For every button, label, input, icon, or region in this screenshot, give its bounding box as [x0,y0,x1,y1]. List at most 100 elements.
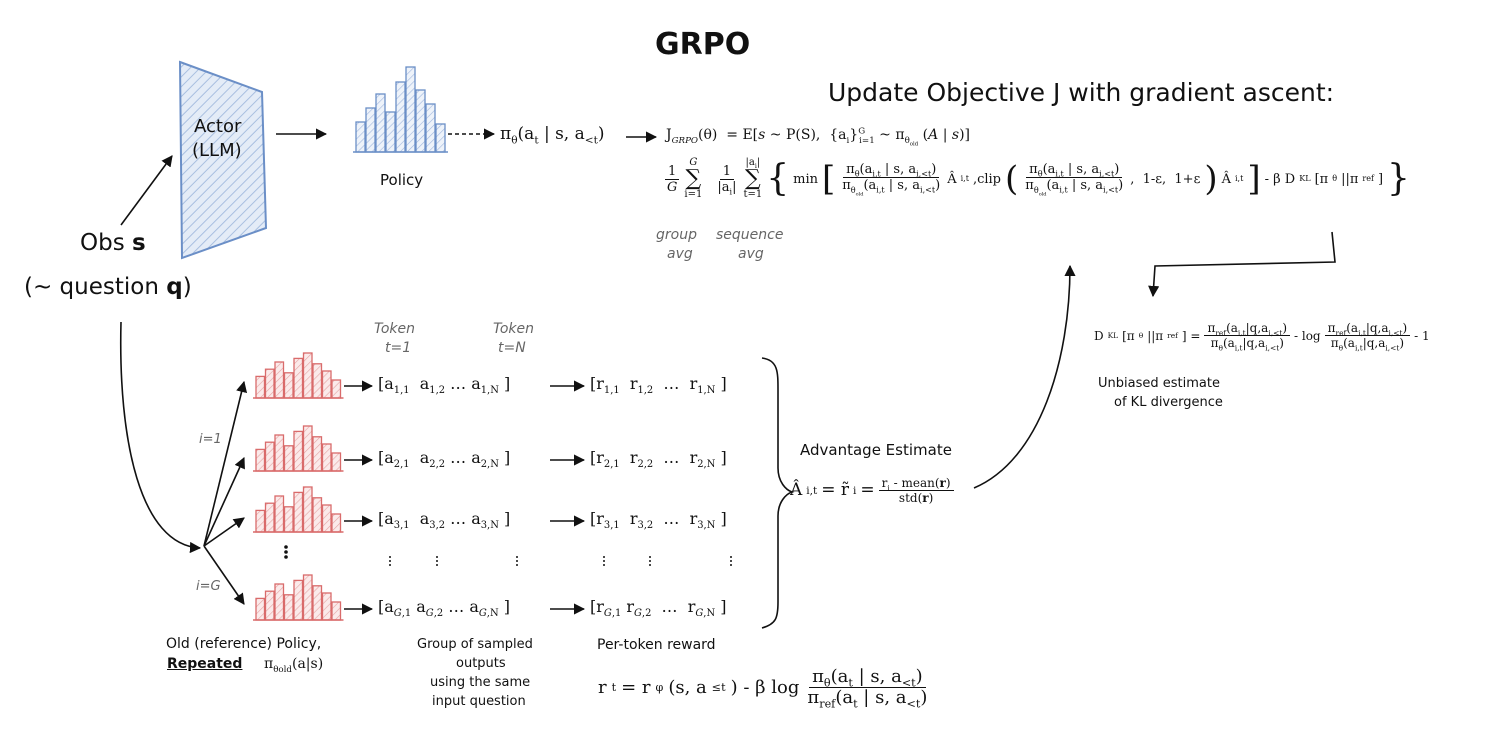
objective-line-1: JGRPO(θ) = E[s ~ P(S), {ai}Gi=1 ~ πθold … [666,126,970,148]
histogram-bar [365,107,376,153]
group-avg-label-2: avg [667,246,693,262]
fan-arrow-row-2 [203,456,245,547]
sequence-avg-label: sequence [716,227,784,243]
arrow-obs-to-group [119,321,202,554]
group-outputs-caption-3: using the same [430,675,531,690]
histogram-bar [385,111,396,153]
histogram-bar [255,509,266,533]
histogram-bar [331,513,342,533]
kl-caption-1: Unbiased estimate [1098,376,1220,391]
histogram-bar [293,579,304,621]
token-header-tN-index: t=N [498,340,526,356]
histogram-bar [321,443,332,472]
old-policy-caption: Old (reference) Policy, [166,636,322,652]
histogram-bar [264,590,275,621]
policy-label: Policy [380,171,424,189]
histogram-bar [283,445,294,472]
histogram-bar [312,585,323,621]
histogram-bar [274,361,285,399]
histogram-bar [321,592,332,621]
actor-label: Actor [194,116,242,137]
histogram-bar [283,372,294,399]
i-equals-G-label: i=G [196,579,221,594]
histogram-bar [255,597,266,621]
group-outputs-caption-1: Group of sampled [417,637,533,652]
pi-theta-expression: πθ(at | s, a<t) [500,124,605,147]
histogram-bar [264,441,275,472]
histogram-bar [283,594,294,621]
group-outputs-caption-2: outputs [456,656,506,671]
token-header-tN: Token [493,321,534,337]
histogram-bar [312,363,323,399]
histogram-bar [425,103,436,153]
arrow-advantage-to-objective [973,264,1076,489]
histogram-bar [435,123,446,153]
sequence-avg-label-2: avg [738,246,764,262]
fan-arrow-row-G [203,545,245,605]
histogram-bar [255,375,266,399]
fan-arrow-row-1 [203,380,248,547]
obs-label: Obs s [80,230,146,256]
row-G-actions: [aG,1 aG,2 … aG,N ] [378,597,510,620]
histogram-bar [274,495,285,533]
histogram-bar [293,491,304,533]
row-G-rewards: [rG,1 rG,2 … rG,N ] [590,597,727,620]
diagram-title: GRPO [655,27,751,62]
kl-caption-2: of KL divergence [1114,395,1223,410]
histogram-bar [331,452,342,472]
histogram-bar [264,502,275,533]
histogram-bar [264,368,275,399]
histogram-bar [355,121,366,153]
histogram-bar [302,574,313,621]
update-heading: Update Objective J with gradient ascent: [828,78,1335,107]
histogram-bar [274,583,285,621]
token-header-t1: Token [374,321,415,337]
histogram-bar [321,370,332,399]
old-policy-pi-label: πθold(a|s) [264,656,324,675]
group-outputs-caption-4: input question [432,694,526,709]
repeated-label: Repeated [167,656,243,672]
per-token-reward-caption: Per-token reward [597,637,716,653]
fan-arrow-row-3 [203,517,245,547]
policy-histogram-icon [353,66,448,153]
histogram-bar [255,448,266,472]
histogram-bar [312,436,323,472]
actor-llm-block [178,60,268,260]
group-avg-label: group [656,227,697,243]
advantage-heading: Advantage Estimate [800,441,952,459]
actor-llm-label: (LLM) [192,140,242,161]
histogram-bar [302,352,313,399]
histogram-bar [293,357,304,399]
row-3-rewards: [r3,1 r3,2 … r3,N ] [590,509,727,532]
arrow-obs-to-actor [120,155,173,226]
histogram-bar [321,504,332,533]
ellipsis-dots [284,545,732,566]
row-1-rewards: [r1,1 r1,2 … r1,N ] [590,374,727,397]
histogram-bar [375,93,386,153]
i-equals-1-label: i=1 [199,432,222,447]
row-2-rewards: [r2,1 r2,2 … r2,N ] [590,448,727,471]
histogram-bar [405,66,416,153]
row-3-actions: [a3,1 a3,2 … a3,N ] [378,509,511,532]
row-1-actions: [a1,1 a1,2 … a1,N ] [378,374,511,397]
histogram-bar [283,506,294,533]
arrow-kl-term-to-kl-formula [1148,231,1336,298]
histogram-bar [302,425,313,472]
old-policy-histograms [253,352,344,621]
row-2-actions: [a2,1 a2,2 … a2,N ] [378,448,511,471]
histogram-bar [302,486,313,533]
question-label: (~ question q) [24,274,192,300]
histogram-bar [395,81,406,153]
group-curly-brace [761,357,795,629]
histogram-bar [415,89,426,153]
histogram-bar [331,601,342,621]
histogram-bar [312,497,323,533]
histogram-bar [331,379,342,399]
histogram-bar [274,434,285,472]
histogram-bar [293,430,304,472]
token-header-t1-index: t=1 [385,340,412,356]
